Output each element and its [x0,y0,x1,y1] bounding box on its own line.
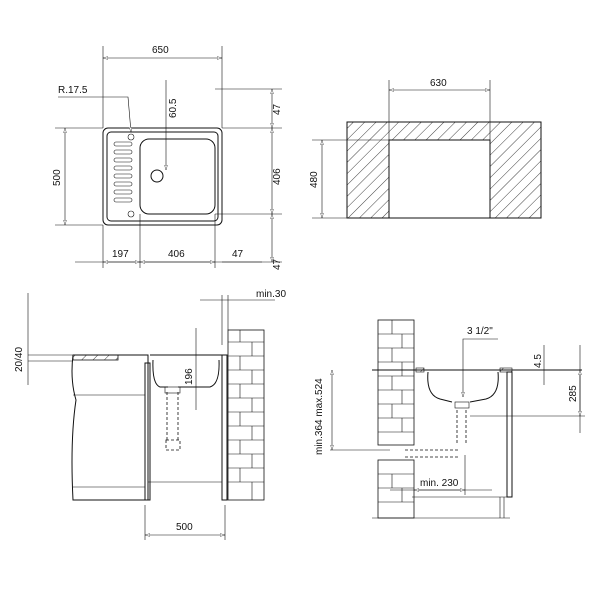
drain-hole [150,169,164,183]
brick-wall-right [377,319,415,519]
min30-label: min.30 [256,289,286,300]
cutout-view: 630 480 [309,78,542,219]
cutout-width-label: 630 [430,78,447,89]
drainer-grooves [113,133,135,218]
brick-wall-left [227,329,265,501]
cabinet-width-label: 500 [176,522,193,533]
width-label: 650 [152,45,169,56]
radius-label: R.17.5 [58,85,88,96]
height-range-label: min.364 max.524 [314,378,325,455]
wall-distance-label: min. 230 [420,478,459,489]
worktop-thickness-label: 20/40 [14,347,25,372]
drain-size-label: 3 1/2" [467,326,493,337]
depth-label: 500 [52,169,63,186]
right-top-label: 47 [272,103,283,115]
section-left: min.30 20/40 196 500 [14,289,286,540]
plan-view: 650 R.17.5 60.5 500 47 406 47 197 406 47 [52,45,283,270]
rim-label: 4.5 [533,354,544,368]
bottom-mid-label: 406 [168,249,185,260]
sink-outline [102,127,223,226]
depth-285-label: 285 [568,385,579,402]
right-mid-label: 406 [272,168,283,185]
section-right: 3 1/2" 4.5 285 min.364 max.524 min. 230 [314,319,585,519]
sink-bowl [139,138,216,215]
bottom-right-label: 47 [232,249,244,260]
drain-offset-label: 60.5 [168,98,179,118]
cutout-height-label: 480 [309,171,320,188]
right-bottom-label: 47 [272,258,283,270]
bowl-depth-label: 196 [184,368,195,385]
bottom-left-label: 197 [112,249,129,260]
